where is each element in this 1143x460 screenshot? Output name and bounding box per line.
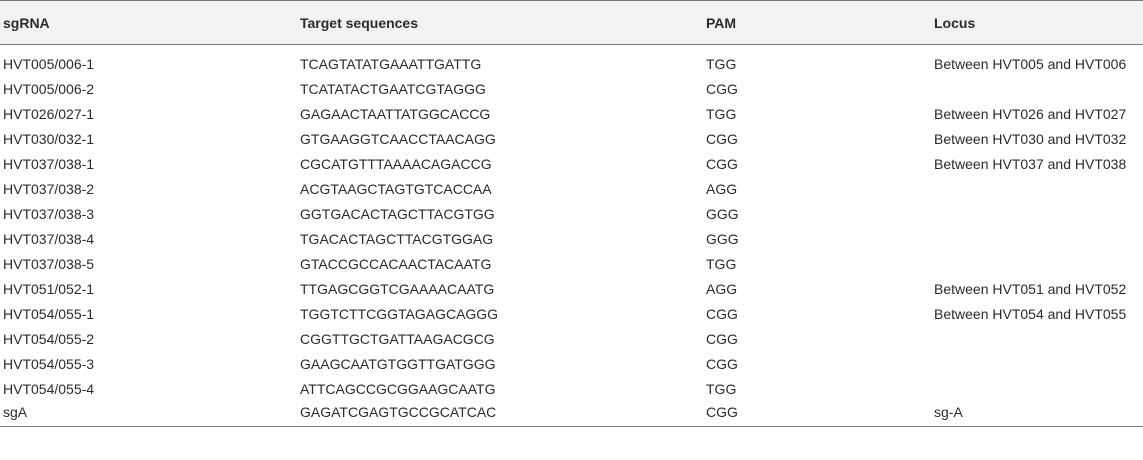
cell-target-sequence: GTGAAGGTCAACCTAACAGG (300, 131, 496, 147)
table-row: HVT054/055-1 TGGTCTTCGGTAGAGCAGGG CGG Be… (0, 302, 1143, 327)
cell-locus (931, 177, 1143, 202)
cell-sgrna: HVT054/055-1 (3, 306, 95, 322)
table-row: HVT037/038-5 GTACCGCCACAACTACAATG TGG (0, 252, 1143, 277)
cell-sgrna: HVT054/055-2 (3, 331, 95, 347)
cell-pam: AGG (706, 281, 738, 297)
cell-target-sequence: GAAGCAATGTGGTTGATGGG (300, 356, 496, 372)
cell-pam: CGG (706, 156, 738, 172)
table-row: HVT051/052-1 TTGAGCGGTCGAAAACAATG AGG Be… (0, 277, 1143, 302)
table-row: HVT037/038-3 GGTGACACTAGCTTACGTGG GGG (0, 202, 1143, 227)
cell-target-sequence: TGGTCTTCGGTAGAGCAGGG (300, 306, 499, 322)
table-row: HVT026/027-1 GAGAACTAATTATGGCACCG TGG Be… (0, 102, 1143, 127)
table-row: HVT037/038-2 ACGTAAGCTAGTGTCACCAA AGG (0, 177, 1143, 202)
table-header: sgRNA Target sequences PAM Locus (0, 0, 1143, 45)
sgrna-table: sgRNA Target sequences PAM Locus HVT005/… (0, 0, 1143, 427)
cell-target-sequence: TGACACTAGCTTACGTGGAG (300, 231, 494, 247)
cell-target-sequence: GTACCGCCACAACTACAATG (300, 256, 492, 272)
cell-target-sequence: GGTGACACTAGCTTACGTGG (300, 206, 495, 222)
table-row: HVT005/006-1 TCAGTATATGAAATTGATTG TGG Be… (0, 52, 1143, 77)
cell-pam: TGG (706, 56, 737, 72)
cell-target-sequence: GAGAACTAATTATGGCACCG (300, 106, 491, 122)
cell-sgrna: HVT054/055-3 (3, 356, 95, 372)
cell-locus (931, 352, 1143, 377)
cell-sgrna: HVT037/038-4 (3, 231, 95, 247)
cell-sgrna: HVT037/038-3 (3, 206, 95, 222)
cell-target-sequence: TTGAGCGGTCGAAAACAATG (300, 281, 495, 297)
cell-locus: Between HVT051 and HVT052 (934, 281, 1127, 297)
cell-target-sequence: GAGATCGAGTGCCGCATCAC (300, 403, 497, 420)
header-target-sequences: Target sequences (300, 14, 419, 31)
table-row: HVT037/038-1 CGCATGTTTAAAACAGACCG CGG Be… (0, 152, 1143, 177)
cell-sgrna: HVT037/038-1 (3, 156, 95, 172)
table-row: sgA GAGATCGAGTGCCGCATCAC CGG sg-A (0, 402, 1143, 427)
cell-locus: Between HVT026 and HVT027 (934, 106, 1127, 122)
header-row: sgRNA Target sequences PAM Locus (0, 0, 1143, 45)
cell-sgrna: HVT026/027-1 (3, 106, 95, 122)
cell-locus: Between HVT037 and HVT038 (934, 156, 1127, 172)
cell-locus (931, 252, 1143, 277)
cell-sgrna: HVT051/052-1 (3, 281, 95, 297)
cell-sgrna: HVT037/038-2 (3, 181, 95, 197)
cell-locus: sg-A (934, 403, 963, 420)
cell-target-sequence: ACGTAAGCTAGTGTCACCAA (300, 181, 492, 197)
cell-locus (931, 227, 1143, 252)
cell-sgrna: sgA (3, 403, 28, 420)
cell-pam: CGG (706, 403, 738, 420)
table-row: HVT037/038-4 TGACACTAGCTTACGTGGAG GGG (0, 227, 1143, 252)
table-row: HVT030/032-1 GTGAAGGTCAACCTAACAGG CGG Be… (0, 127, 1143, 152)
cell-sgrna: HVT037/038-5 (3, 256, 95, 272)
cell-locus (931, 77, 1143, 102)
cell-target-sequence: CGGTTGCTGATTAAGACGCG (300, 331, 495, 347)
cell-sgrna: HVT005/006-2 (3, 81, 95, 97)
cell-locus (931, 377, 1143, 402)
header-locus: Locus (934, 14, 976, 31)
cell-pam: GGG (706, 231, 739, 247)
cell-pam: CGG (706, 306, 738, 322)
cell-target-sequence: TCATATACTGAATCGTAGGG (300, 81, 486, 97)
cell-pam: CGG (706, 356, 738, 372)
cell-pam: CGG (706, 131, 738, 147)
cell-pam: TGG (706, 381, 737, 397)
header-pam: PAM (706, 14, 737, 31)
table-row: HVT054/055-4 ATTCAGCCGCGGAAGCAATG TGG (0, 377, 1143, 402)
table-row: HVT054/055-2 CGGTTGCTGATTAAGACGCG CGG (0, 327, 1143, 352)
table-body: HVT005/006-1 TCAGTATATGAAATTGATTG TGG Be… (0, 45, 1143, 427)
cell-sgrna: HVT005/006-1 (3, 56, 95, 72)
cell-locus: Between HVT005 and HVT006 (934, 56, 1127, 72)
cell-locus (931, 202, 1143, 227)
cell-pam: TGG (706, 106, 737, 122)
cell-pam: TGG (706, 256, 737, 272)
cell-locus: Between HVT054 and HVT055 (934, 306, 1127, 322)
cell-pam: CGG (706, 81, 738, 97)
cell-locus: Between HVT030 and HVT032 (934, 131, 1127, 147)
cell-target-sequence: TCAGTATATGAAATTGATTG (300, 56, 482, 72)
cell-pam: CGG (706, 331, 738, 347)
cell-pam: GGG (706, 206, 739, 222)
cell-sgrna: HVT030/032-1 (3, 131, 95, 147)
cell-sgrna: HVT054/055-4 (3, 381, 95, 397)
cell-pam: AGG (706, 181, 738, 197)
cell-target-sequence: ATTCAGCCGCGGAAGCAATG (300, 381, 496, 397)
cell-locus (931, 327, 1143, 352)
table-row: HVT054/055-3 GAAGCAATGTGGTTGATGGG CGG (0, 352, 1143, 377)
cell-target-sequence: CGCATGTTTAAAACAGACCG (300, 156, 492, 172)
header-sgrna: sgRNA (3, 14, 50, 31)
table-row: HVT005/006-2 TCATATACTGAATCGTAGGG CGG (0, 77, 1143, 102)
